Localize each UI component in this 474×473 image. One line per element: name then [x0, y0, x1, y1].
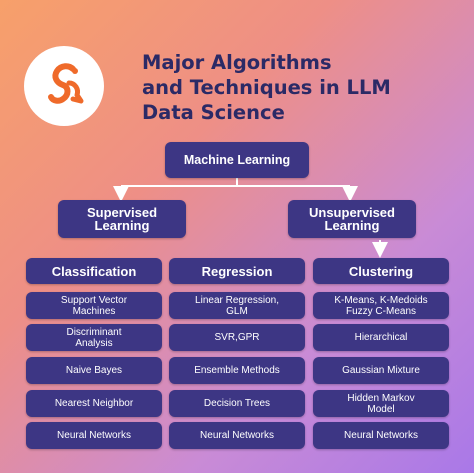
header-classification: Classification [26, 258, 162, 284]
algorithm-item: Hierarchical [313, 324, 449, 351]
algorithm-item-label: Support Vector [60, 294, 128, 306]
algorithm-item-label: Hierarchical [354, 332, 408, 343]
algorithm-item-label: SVR,GPR [214, 332, 260, 343]
algorithm-item-label: Neural Networks [57, 430, 131, 441]
algorithm-item-label: Model [367, 403, 395, 415]
node-unsupervised-line-1: Unsupervised [309, 205, 395, 220]
algorithm-item: Naive Bayes [26, 357, 162, 384]
algorithm-item-label: Neural Networks [200, 430, 274, 441]
algorithm-item-label: Machines [72, 305, 116, 317]
page-title: Major Algorithms and Techniques in LLM D… [142, 50, 462, 125]
algorithm-item-label: Neural Networks [344, 430, 418, 441]
logo [24, 46, 104, 126]
header-clustering: Clustering [313, 258, 449, 284]
algorithm-item-label: Ensemble Methods [194, 365, 280, 376]
header-regression: Regression [169, 258, 305, 284]
algorithm-item: Decision Trees [169, 390, 305, 417]
algorithm-item-label: K-Means, K-Medoids [334, 294, 428, 306]
algorithm-item: Linear Regression,GLM [169, 292, 305, 319]
header-regression-label: Regression [201, 263, 273, 279]
algorithm-item: SVR,GPR [169, 324, 305, 351]
algorithm-item-label: Gaussian Mixture [342, 365, 420, 376]
title-line-2: and Techniques in LLM [142, 76, 391, 99]
title-line-3: Data Science [142, 101, 285, 124]
algorithm-item-label: Linear Regression, [195, 294, 279, 306]
algorithm-item-label: Fuzzy C-Means [345, 305, 416, 317]
algorithm-item: Nearest Neighbor [26, 390, 162, 417]
title-line-1: Major Algorithms [142, 51, 332, 74]
algorithm-item: Gaussian Mixture [313, 357, 449, 384]
node-machine-learning-label: Machine Learning [183, 153, 291, 167]
header-clustering-label: Clustering [348, 263, 414, 279]
algorithm-item: Neural Networks [26, 422, 162, 449]
algorithm-item: Neural Networks [313, 422, 449, 449]
algorithm-item-label: GLM [226, 305, 248, 317]
header-classification-label: Classification [51, 263, 137, 279]
node-supervised-line-1: Supervised [86, 205, 158, 220]
squirrel-logo-icon [48, 63, 84, 104]
algorithm-item-label: Decision Trees [203, 398, 271, 409]
algorithm-item-label: Analysis [75, 337, 113, 349]
algorithm-item: Neural Networks [169, 422, 305, 449]
node-supervised-line-2: Learning [94, 218, 150, 233]
node-unsupervised-learning: Unsupervised Learning [288, 200, 416, 238]
algorithm-item-label: Nearest Neighbor [54, 398, 134, 409]
algorithm-item-label: Naive Bayes [65, 365, 123, 376]
algorithm-item-label: Hidden Markov [347, 392, 415, 404]
node-machine-learning: Machine Learning [165, 142, 309, 178]
algorithm-item: Ensemble Methods [169, 357, 305, 384]
algorithm-item-label: Discriminant [66, 326, 122, 338]
node-supervised-learning: Supervised Learning [58, 200, 186, 238]
node-unsupervised-line-2: Learning [324, 218, 380, 233]
